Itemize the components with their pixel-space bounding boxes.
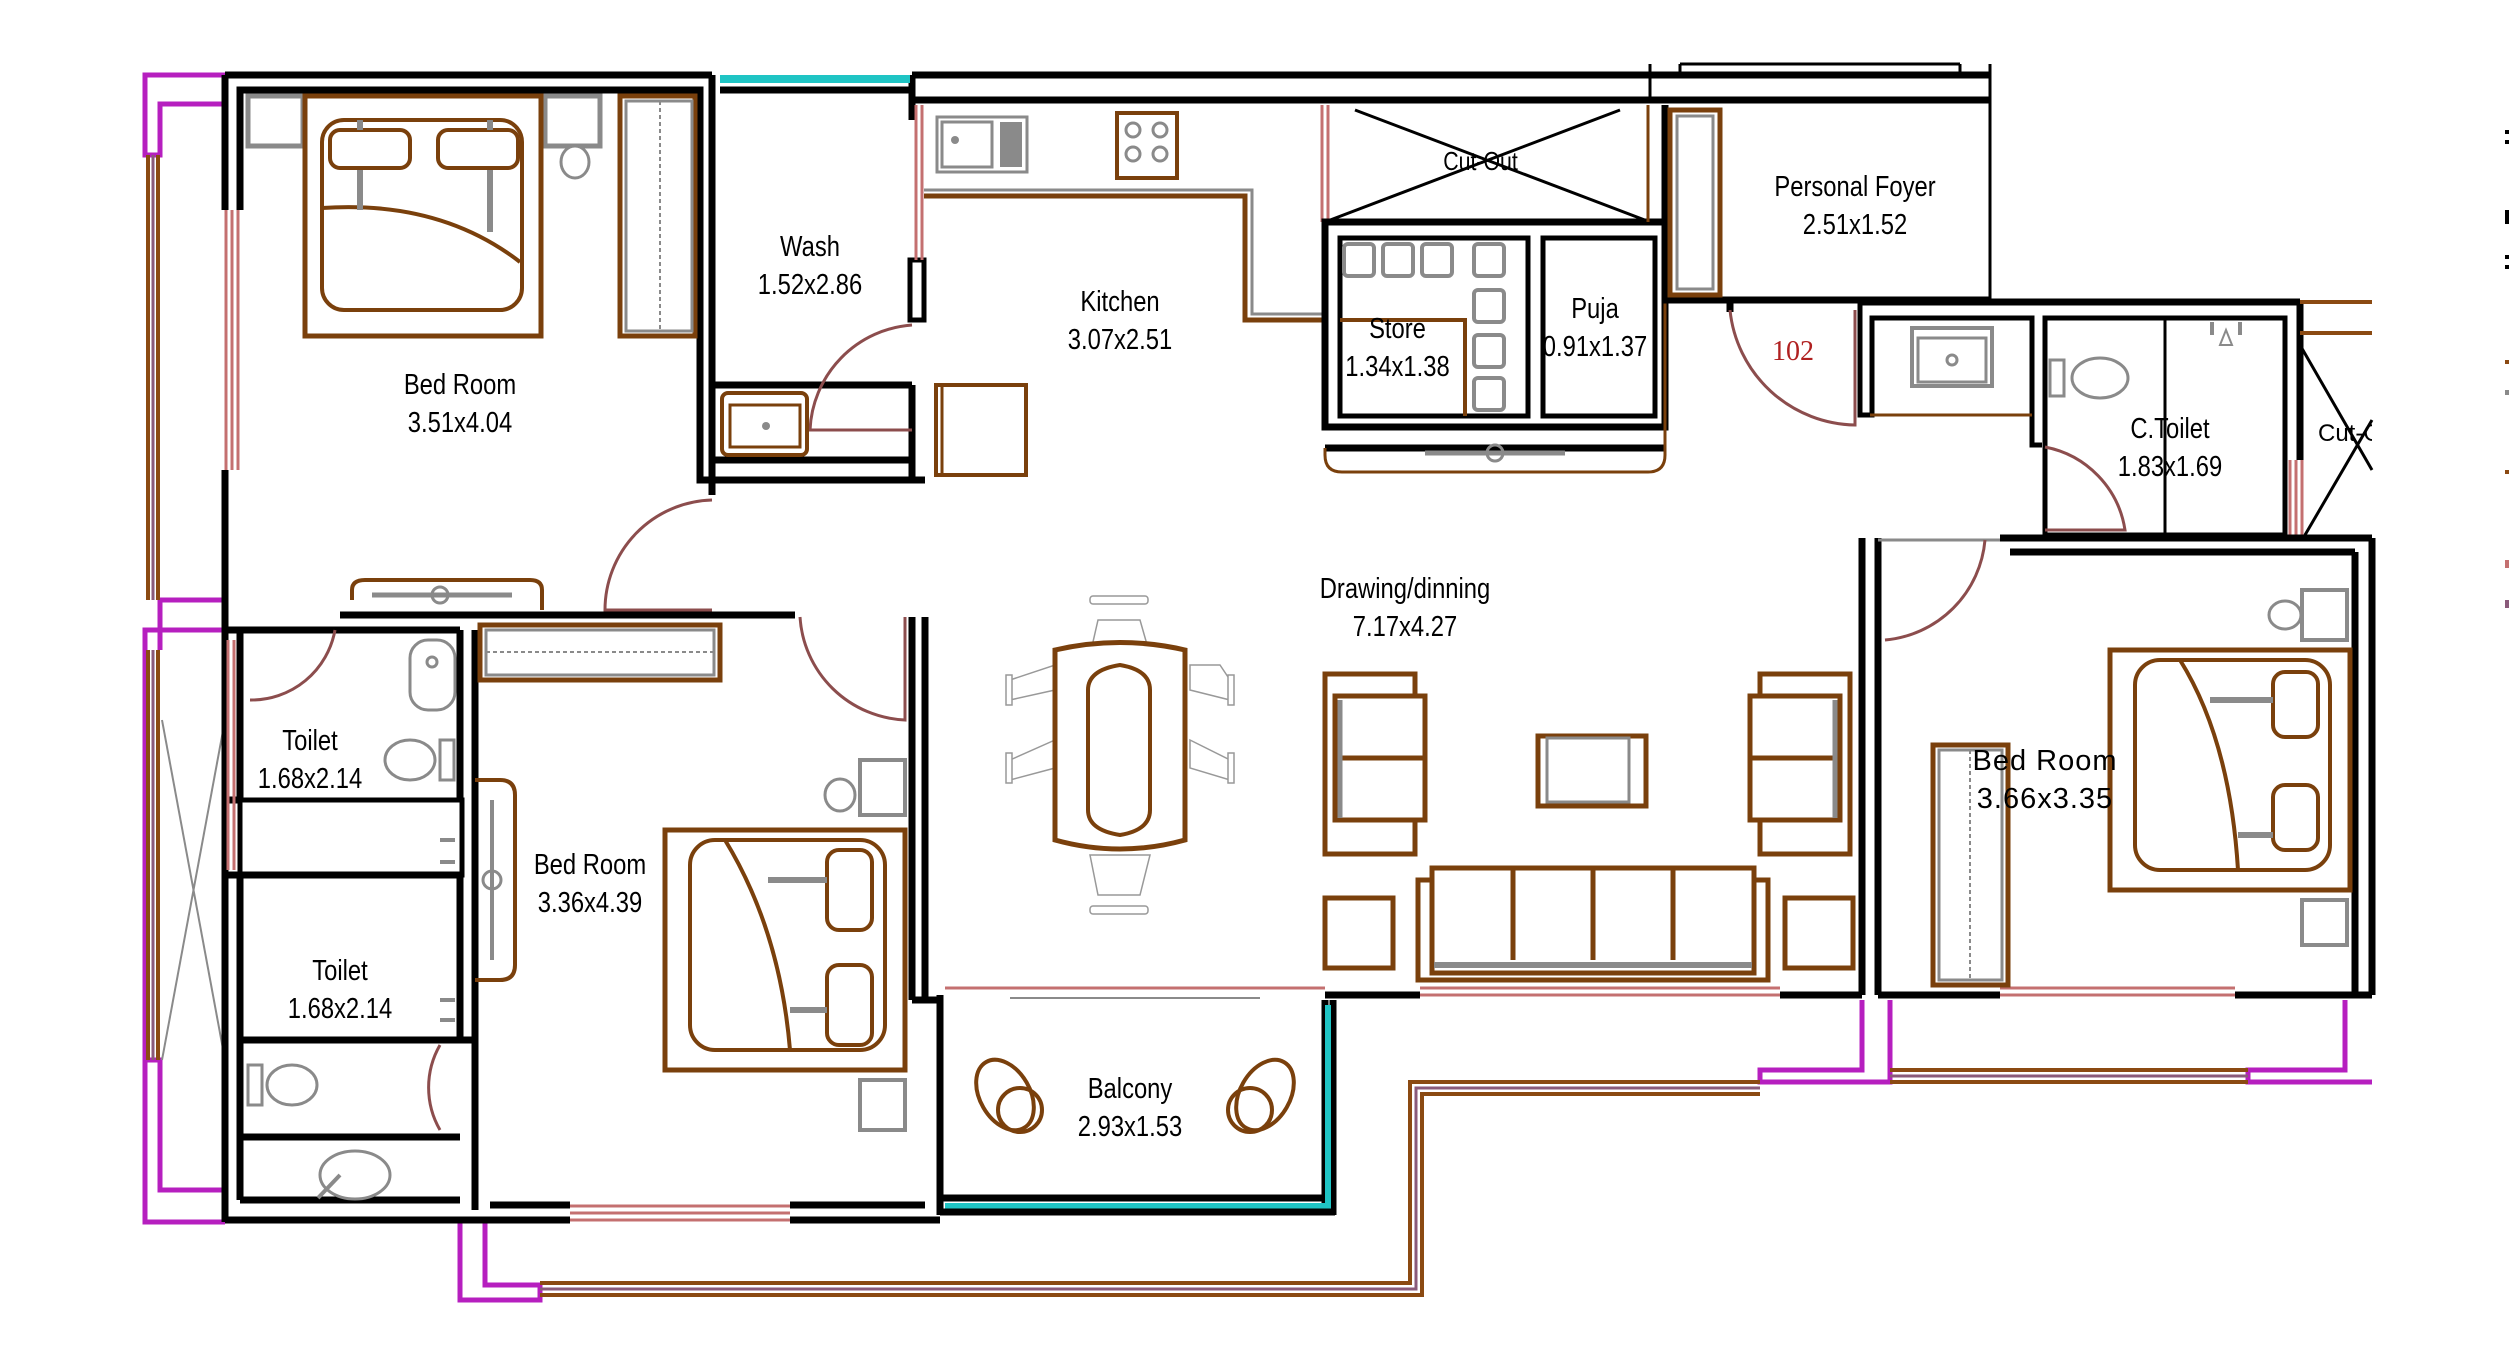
room-size: 1.83x1.69: [2117, 451, 2223, 483]
dining-table-set: [1005, 595, 1235, 915]
room-label-store: Store 1.34x1.38: [1338, 310, 1457, 386]
room-label-bedroom-2: Bed Room 3.36x4.39: [529, 846, 652, 922]
door-swings: [249, 309, 2127, 1131]
room-label-bedroom-3: Bed Room 3.66x3.35: [1970, 742, 2120, 818]
room-label-toilet-2: Toilet 1.68x2.14: [283, 952, 398, 1028]
room-name: Balcony: [1087, 1073, 1173, 1105]
room-name: Toilet: [312, 955, 368, 987]
room-name: Toilet: [282, 725, 338, 757]
room-label-wash: Wash 1.52x2.86: [744, 228, 875, 304]
room-name: Store: [1369, 313, 1426, 345]
bottom-railing: [540, 1068, 2248, 1297]
room-label-kitchen: Kitchen 3.07x2.51: [1054, 283, 1185, 359]
store-shelves: [1342, 242, 1565, 463]
unit-number: 102: [1772, 336, 1814, 367]
room-name: Drawing/dinning: [1319, 573, 1491, 605]
room-size: 1.34x1.38: [1345, 351, 1450, 383]
room-label-drawing-dining: Drawing/dinning 7.17x4.27: [1311, 570, 1500, 646]
room-name: C.Toilet: [2130, 413, 2210, 445]
room-size: 0.91x1.37: [1542, 331, 1648, 363]
c-toilet-fixtures: [1910, 322, 2242, 400]
room-size: 3.66x3.35: [1976, 783, 2114, 815]
bedroom-3-furniture: [1930, 588, 2353, 988]
kitchen-fixtures: [934, 111, 1179, 477]
room-name: Wash: [780, 231, 840, 263]
room-size: 2.93x1.53: [1077, 1111, 1183, 1143]
room-size: 3.07x2.51: [1067, 324, 1173, 356]
balcony-chairs: [974, 1057, 1296, 1134]
cut-out-label: Cut-Out: [1443, 146, 1518, 176]
room-name: Bed Room: [533, 849, 647, 881]
room-label-bedroom-1: Bed Room 3.51x4.04: [386, 366, 534, 442]
room-label-personal-foyer: Personal Foyer 2.51x1.52: [1761, 168, 1950, 244]
wash-furniture: [720, 391, 809, 457]
edge-stub-marks: [2505, 130, 2509, 608]
room-name: Bed Room: [403, 369, 517, 401]
room-size: 1.52x2.86: [757, 269, 863, 301]
room-label-toilet-1: Toilet 1.68x2.14: [253, 722, 368, 798]
window-bedroom-1: [224, 210, 240, 470]
room-size: 1.68x2.14: [287, 993, 393, 1025]
room-name: Kitchen: [1080, 286, 1160, 318]
foyer-rack: [1667, 107, 1723, 298]
room-size: 2.51x1.52: [1802, 209, 1908, 241]
room-size: 7.17x4.27: [1352, 611, 1458, 643]
left-railing: [146, 155, 226, 1061]
room-label-c-toilet: C.Toilet 1.83x1.69: [2104, 410, 2235, 486]
room-name: Personal Foyer: [1774, 171, 1936, 203]
bedroom-1-furniture: [245, 93, 698, 610]
room-size: 3.51x4.04: [407, 407, 513, 439]
bedroom-2-furniture: [475, 622, 908, 1132]
room-label-puja: Puja 0.91x1.37: [1538, 290, 1653, 366]
room-name: Bed Room: [1972, 745, 2118, 777]
room-size: 1.68x2.14: [257, 763, 363, 795]
room-name: Puja: [1571, 293, 1619, 325]
room-size: 3.36x4.39: [537, 887, 643, 919]
living-furniture: [1322, 671, 1856, 983]
left-toilet-fixtures: [246, 638, 457, 1201]
room-label-balcony: Balcony 2.93x1.53: [1069, 1070, 1192, 1146]
cut-out-label-2: Cut-O: [2318, 420, 2372, 447]
